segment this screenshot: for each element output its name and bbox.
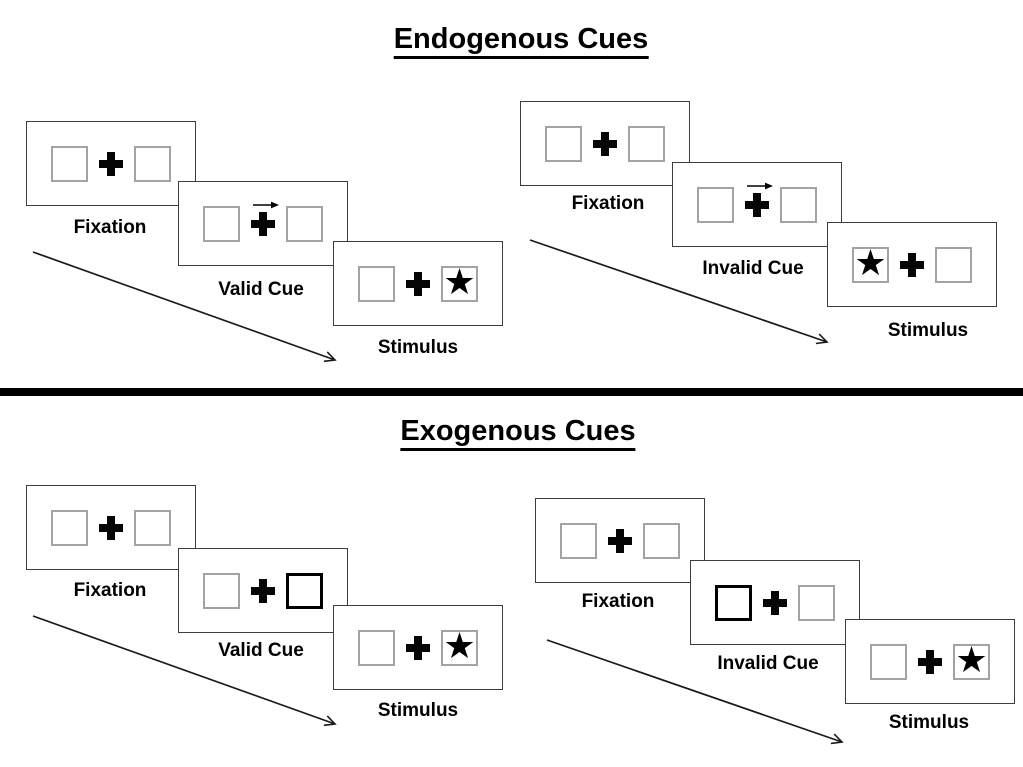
left-box: ★ xyxy=(852,242,889,283)
panel-label: Stimulus xyxy=(888,712,970,733)
star-icon: ★ xyxy=(443,261,476,302)
star-icon: ★ xyxy=(854,242,887,283)
fixation-cross-icon xyxy=(763,590,787,615)
right-box xyxy=(935,246,972,283)
panel-label: Fixation xyxy=(73,217,147,238)
panel-label: Invalid Cue xyxy=(702,258,804,279)
endogenous-section-title: Endogenous Cues xyxy=(393,24,649,60)
panel-label: Invalid Cue xyxy=(717,653,819,674)
panel-label: Fixation xyxy=(571,193,645,214)
left-box-highlighted xyxy=(715,584,752,621)
right-box: ★ xyxy=(953,639,990,680)
right-arrow-icon xyxy=(747,182,773,189)
panel-label: Stimulus xyxy=(377,700,459,721)
right-box xyxy=(286,205,323,242)
exogenous-section-title: Exogenous Cues xyxy=(400,416,636,452)
left-box xyxy=(203,205,240,242)
right-box xyxy=(134,509,171,546)
fixation-cross-icon xyxy=(593,131,617,156)
fixation-cross-icon xyxy=(251,211,275,236)
exogenous-invalid-stimulus-panel: ★ xyxy=(845,619,1015,704)
left-box xyxy=(870,643,907,680)
right-box xyxy=(643,522,680,559)
section-divider xyxy=(0,388,1023,396)
panel-label: Valid Cue xyxy=(218,640,304,661)
fixation-cross-icon xyxy=(406,271,430,296)
panel-label: Fixation xyxy=(73,580,147,601)
right-box xyxy=(628,125,665,162)
panel-label: Stimulus xyxy=(377,337,459,358)
right-box xyxy=(134,145,171,182)
endogenous-valid-stimulus-panel: ★ xyxy=(333,241,503,326)
star-icon: ★ xyxy=(443,625,476,666)
fixation-cross-icon xyxy=(99,151,123,176)
fixation-cross-icon xyxy=(745,192,769,217)
panel-label: Stimulus xyxy=(887,320,969,341)
right-box xyxy=(780,186,817,223)
fixation-cross-icon xyxy=(918,649,942,674)
left-box xyxy=(545,125,582,162)
endogenous-invalid-fixation-panel xyxy=(520,101,690,186)
left-box xyxy=(51,509,88,546)
endogenous-invalid-stimulus-panel: ★ xyxy=(827,222,997,307)
star-icon: ★ xyxy=(955,639,988,680)
fixation-cross-icon xyxy=(608,528,632,553)
fixation-cross-icon xyxy=(406,635,430,660)
fixation-cross-icon xyxy=(251,578,275,603)
endogenous-valid-cue-panel xyxy=(178,181,348,266)
endogenous-valid-fixation-panel xyxy=(26,121,196,206)
left-box xyxy=(697,186,734,223)
right-box xyxy=(798,584,835,621)
left-box xyxy=(51,145,88,182)
endogenous-invalid-time-arrow xyxy=(529,239,829,345)
left-box xyxy=(358,629,395,666)
fixation-cross-icon xyxy=(900,252,924,277)
exogenous-invalid-fixation-panel xyxy=(535,498,705,583)
fixation-cross-icon xyxy=(99,515,123,540)
exogenous-valid-fixation-panel xyxy=(26,485,196,570)
right-box: ★ xyxy=(441,261,478,302)
endogenous-invalid-cue-panel xyxy=(672,162,842,247)
panel-label: Valid Cue xyxy=(218,279,304,300)
exogenous-invalid-cue-panel xyxy=(690,560,860,645)
right-box-highlighted xyxy=(286,572,323,609)
right-arrow-icon xyxy=(253,201,279,208)
exogenous-valid-cue-panel xyxy=(178,548,348,633)
left-box xyxy=(358,265,395,302)
panel-label: Fixation xyxy=(581,591,655,612)
right-box: ★ xyxy=(441,625,478,666)
left-box xyxy=(560,522,597,559)
left-box xyxy=(203,572,240,609)
exogenous-valid-stimulus-panel: ★ xyxy=(333,605,503,690)
endogenous-valid-time-arrow xyxy=(32,251,337,363)
